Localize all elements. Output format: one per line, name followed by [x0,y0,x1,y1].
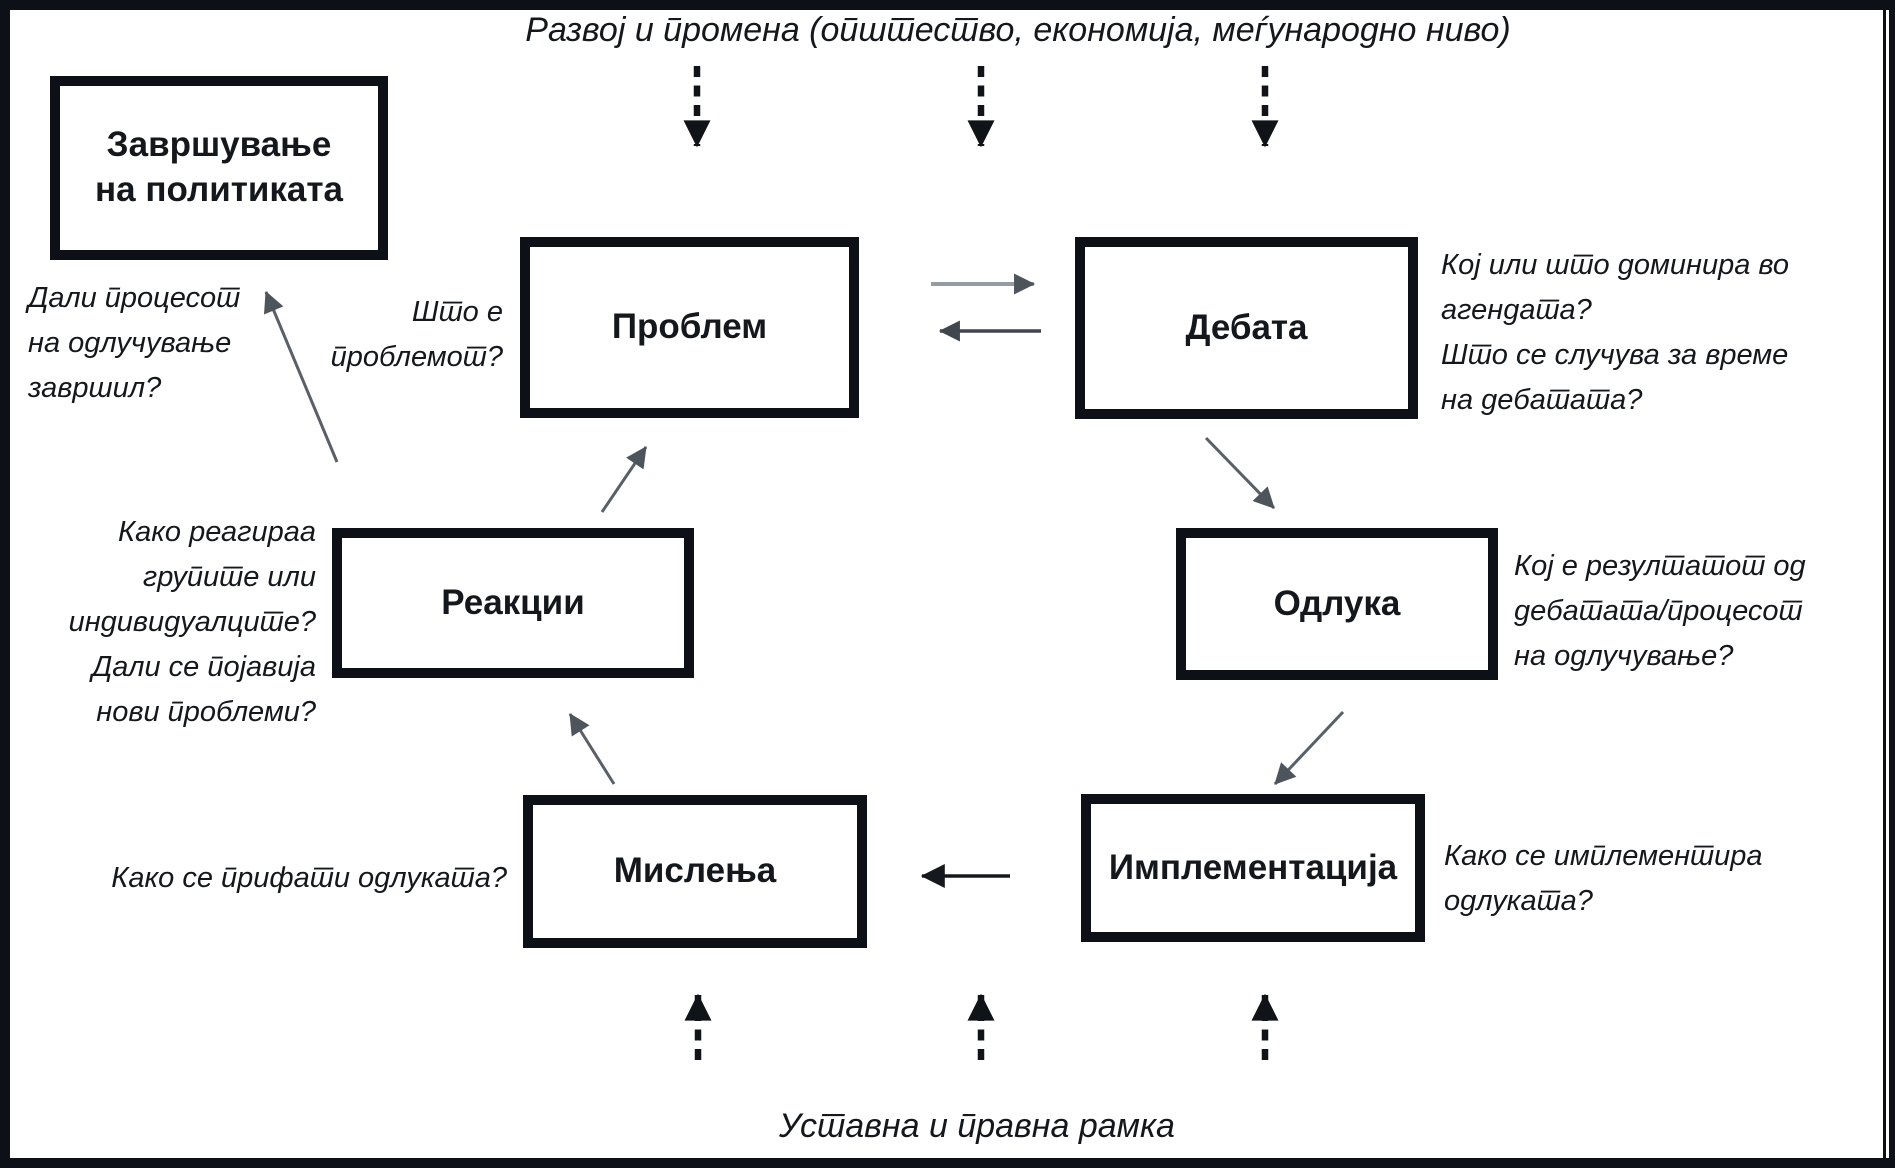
box-decision-label: Одлука [1273,583,1401,623]
top-context-label: Развој и промена (општество, економија, … [525,11,1511,49]
arrow-decision-to-implementation [1273,710,1345,786]
question-opinions: Како се прифати одлуката? [111,862,507,894]
arrow-opinions-to-reactions [568,713,616,785]
question-reactions: Како реагираа групите или индивидуалците… [68,516,316,728]
box-debate-label: Дебата [1185,307,1308,347]
question-debate: Кој или што доминира во агендата? Што се… [1441,249,1790,416]
question-problem: Што е проблемот? [330,296,503,373]
arrow-debate-to-decision [1204,436,1276,510]
box-opinions: Мислења [523,795,867,948]
box-problem-label: Проблем [611,307,768,347]
box-decision: Одлука [1176,528,1498,680]
box-termination: Завршување на политиката [50,76,388,260]
bottom-context-label: Уставна и правна рамка [779,1107,1175,1145]
box-reactions: Реакции [332,528,694,678]
box-reactions-label: Реакции [441,582,585,622]
box-problem: Проблем [520,237,859,418]
outer-frame-inner-right-line [1883,0,1886,1168]
box-implementation-label: Имплементација [1108,847,1398,887]
box-implementation: Имплементација [1081,794,1425,942]
question-termination: Дали процесот на одлучување завршил? [28,282,241,404]
question-implementation: Како се имплементира одлуката? [1444,840,1763,917]
box-opinions-label: Мислења [613,851,777,891]
box-debate: Дебата [1075,237,1418,419]
arrow-reactions-to-termination [263,291,339,463]
arrow-reactions-to-problem [600,446,648,513]
question-decision: Кој е резултатот од дебатата/процесот на… [1514,550,1806,672]
box-termination-label: Завршување на политиката [95,125,343,209]
